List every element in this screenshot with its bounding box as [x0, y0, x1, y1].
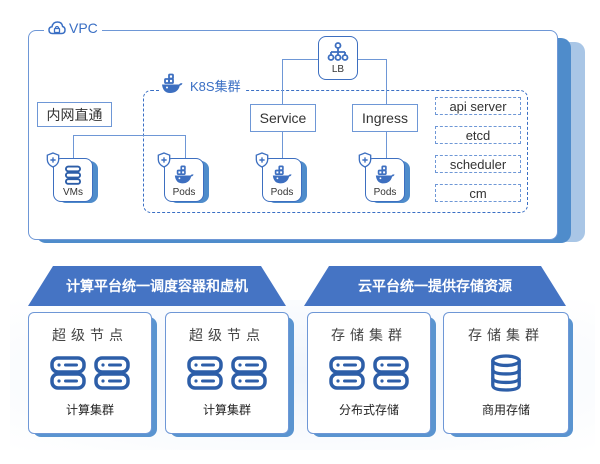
docker-whale-icon	[160, 73, 184, 97]
shield-icon	[157, 152, 171, 168]
shield-icon	[255, 152, 269, 168]
intranet-box[interactable]: 内网直通	[37, 102, 112, 127]
storage-banner-text: 云平台统一提供存储资源	[358, 278, 512, 294]
network-hierarchy-icon	[327, 41, 349, 61]
compute-banner-text: 计算平台统一调度容器和虚机	[66, 278, 248, 294]
super-node-card-2[interactable]: 超级节点 计算集群	[165, 312, 289, 434]
k8s-cluster-title: K8S集群	[190, 78, 241, 94]
intranet-to-vms-line	[73, 135, 75, 159]
pods-label: Pods	[172, 187, 196, 198]
intranet-connector	[73, 135, 185, 137]
docker-whale-icon	[271, 165, 293, 187]
ingress-label: Ingress	[362, 110, 408, 126]
card-caption: 计算集群	[202, 403, 251, 417]
docker-whale-icon	[173, 165, 195, 187]
storage-cluster-card-2[interactable]: 存储集群 商用存储	[443, 312, 569, 434]
storage-banner: 云平台统一提供存储资源	[304, 267, 566, 305]
card-caption: 分布式存储	[338, 403, 399, 417]
pods-label: Pods	[373, 187, 397, 198]
cp-label: api server	[449, 98, 507, 114]
storage-banner-shape	[304, 266, 566, 306]
shield-icon	[358, 152, 372, 168]
load-balancer-node[interactable]: LB	[318, 36, 358, 80]
pods-label: Pods	[270, 187, 294, 198]
ingress-box[interactable]: Ingress	[352, 104, 418, 132]
control-plane-cm[interactable]: cm	[435, 184, 521, 202]
lb-to-service-line	[282, 59, 284, 106]
cp-label: scheduler	[449, 156, 507, 172]
database-icon	[489, 354, 523, 392]
card-caption: 计算集群	[65, 403, 114, 417]
control-plane-etcd[interactable]: etcd	[435, 126, 521, 144]
server-icon	[94, 355, 130, 391]
shield-icon	[46, 152, 60, 168]
card-title: 存储集群	[468, 327, 544, 343]
intranet-to-pods-line	[185, 135, 187, 159]
k8s-cluster-boundary	[143, 90, 528, 213]
lb-label: LB	[331, 63, 345, 75]
compute-banner-shape	[28, 266, 286, 306]
storage-cluster-card-1[interactable]: 存储集群 分布式存储	[307, 312, 431, 434]
service-box[interactable]: Service	[250, 104, 316, 132]
control-plane-scheduler[interactable]: scheduler	[435, 155, 521, 173]
card-title: 超级节点	[52, 327, 128, 343]
ingress-to-pods-line	[386, 130, 388, 160]
vms-node[interactable]: VMs	[53, 158, 98, 203]
cloud-lock-icon	[48, 21, 66, 35]
lb-to-ingress-line	[386, 59, 388, 106]
card-title: 超级节点	[189, 327, 265, 343]
service-label: Service	[259, 110, 307, 126]
vpc-title: VPC	[69, 20, 98, 36]
lb-connector-right	[356, 59, 387, 61]
service-to-pods-line	[282, 130, 284, 160]
server-icon	[231, 355, 267, 391]
ingress-pods-node[interactable]: Pods	[365, 158, 410, 203]
server-icon	[187, 355, 223, 391]
cp-label: cm	[469, 185, 487, 201]
service-pods-node[interactable]: Pods	[262, 158, 307, 203]
card-caption: 商用存储	[481, 403, 530, 417]
docker-whale-icon	[374, 165, 396, 187]
vpc-label: VPC	[44, 20, 102, 36]
lb-connector-left	[282, 59, 322, 61]
compute-banner: 计算平台统一调度容器和虚机	[28, 267, 286, 305]
server-icon	[373, 355, 409, 391]
control-plane-api-server[interactable]: api server	[435, 97, 521, 115]
intranet-label: 内网直通	[46, 106, 103, 123]
cp-label: etcd	[465, 127, 491, 143]
vms-label: VMs	[63, 187, 83, 198]
server-stack-icon	[63, 165, 83, 187]
server-icon	[50, 355, 86, 391]
server-icon	[329, 355, 365, 391]
intranet-pods-node[interactable]: Pods	[164, 158, 209, 203]
card-title: 存储集群	[331, 327, 407, 343]
super-node-card-1[interactable]: 超级节点 计算集群	[28, 312, 152, 434]
k8s-cluster-label: K8S集群	[160, 73, 245, 97]
